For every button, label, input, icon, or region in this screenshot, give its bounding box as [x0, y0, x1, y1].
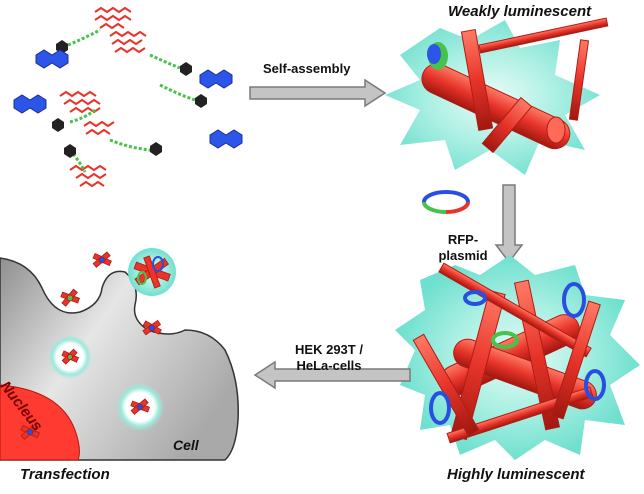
cell — [0, 257, 239, 461]
rfp-plasmid-ring — [422, 190, 470, 214]
plasmid-arrow — [494, 184, 524, 264]
highly-luminescent-label: Highly luminescent — [447, 466, 585, 483]
rfp-plasmid-label: RFP- plasmid — [433, 232, 493, 264]
weak-assembly — [385, 17, 609, 175]
rfp-plasmid-line1: RFP- — [447, 232, 479, 247]
amphiphile-molecules — [13, 6, 243, 188]
cell-lines-label: HEK 293T / HeLa-cells — [274, 342, 384, 374]
rfp-plasmid-line2: plasmid — [438, 248, 488, 263]
transfection-arrow — [253, 360, 411, 390]
cell-lines-line1: HEK 293T / — [295, 342, 363, 357]
complexes — [20, 248, 176, 440]
high-assembly — [395, 255, 640, 460]
self-assembly-label: Self-assembly — [263, 61, 351, 76]
transfection-label: Transfection — [20, 466, 110, 483]
cell-label: Cell — [173, 437, 199, 453]
weakly-luminescent-label: Weakly luminescent — [448, 3, 592, 20]
cell-lines-line2: HeLa-cells — [296, 358, 362, 373]
self-assembly-arrow — [249, 78, 387, 108]
